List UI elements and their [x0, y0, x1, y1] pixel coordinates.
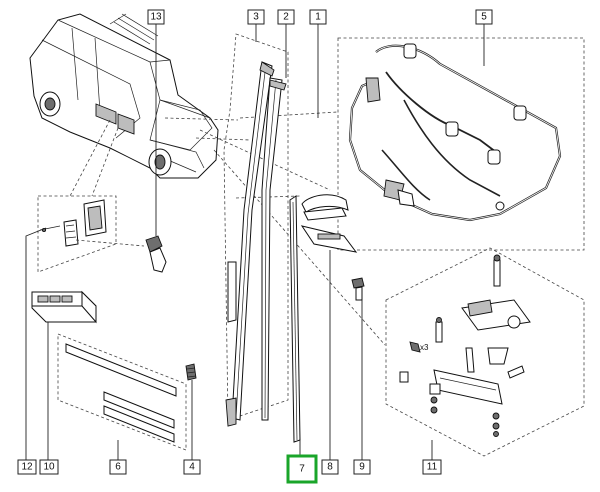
callout-5: 5: [475, 9, 493, 25]
callout-2-label: 2: [283, 12, 289, 23]
rail-part-1: [289, 195, 301, 443]
screw-part: [351, 277, 365, 301]
spring-part: [185, 363, 197, 381]
rail-part-3: [223, 33, 289, 427]
callout-8: 8: [321, 459, 339, 475]
callout-2: 2: [277, 9, 295, 25]
callout-7-label: 7: [299, 464, 305, 475]
callout-12-label: 12: [21, 462, 33, 473]
leader-lines: [25, 24, 485, 460]
callout-1-label: 1: [315, 12, 321, 23]
key-tag-part: [31, 290, 97, 324]
van-illustration: [29, 13, 219, 179]
handle-knob-part: [145, 235, 167, 273]
seal-strips-group: [57, 333, 187, 451]
callout-11-label: 11: [427, 462, 438, 473]
callout-6-label: 6: [115, 462, 121, 473]
callout-3: 3: [247, 9, 265, 25]
cable-assembly-part: [337, 37, 585, 251]
callout-13-label: 13: [150, 12, 162, 23]
lock-mechanism-part: x3: [385, 247, 585, 457]
callout-7-highlighted[interactable]: 7: [286, 454, 318, 484]
callout-3-label: 3: [253, 12, 259, 23]
handle-bracket-part: [300, 194, 358, 253]
handle-detail-group: [37, 195, 167, 273]
callout-4: 4: [183, 459, 201, 475]
callout-10: 10: [39, 459, 59, 475]
quantity-label: x3: [420, 343, 429, 352]
callout-10-label: 10: [43, 462, 55, 473]
callout-9: 9: [353, 459, 371, 475]
callout-13: 13: [147, 9, 165, 25]
rail-part-2: [261, 77, 287, 421]
callout-11: 11: [422, 459, 442, 475]
callout-12: 12: [17, 459, 37, 475]
callout-1: 1: [309, 9, 327, 25]
callout-8-label: 8: [327, 462, 333, 473]
callout-4-label: 4: [189, 462, 195, 473]
callout-9-label: 9: [359, 462, 365, 473]
callout-6: 6: [109, 459, 127, 475]
callout-5-label: 5: [481, 12, 487, 23]
